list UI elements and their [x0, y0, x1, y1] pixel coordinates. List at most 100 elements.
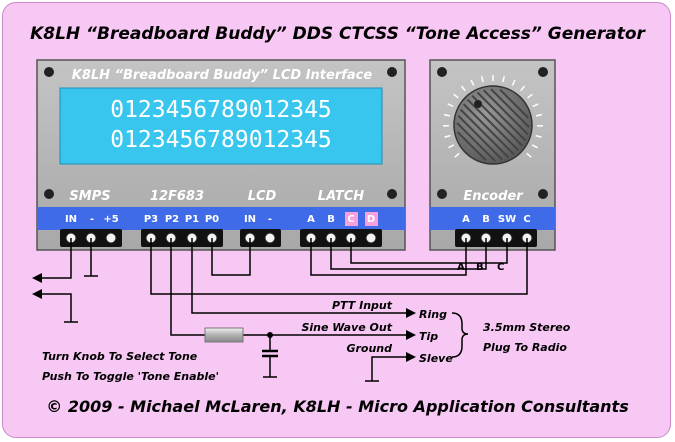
- dial-tick-icon: [511, 79, 516, 86]
- arrowheads: [32, 273, 416, 362]
- wire-ground-sleeve: [371, 356, 410, 381]
- page-title: K8LH “Breadboard Buddy” DDS CTCSS “Tone …: [30, 24, 645, 44]
- pin-label-lcd-gnd: -: [268, 214, 272, 225]
- dial-tick-icon: [454, 152, 460, 158]
- pic-header: [141, 229, 223, 247]
- pin-label-latch-d: D: [367, 214, 375, 225]
- pin-icon: [365, 232, 377, 244]
- dial-tick-icon: [443, 113, 451, 117]
- knob-indicator-icon: [474, 100, 482, 108]
- arrow-left-icon: [32, 289, 42, 299]
- dial-tick-icon: [526, 152, 532, 158]
- encoder-label: Encoder: [463, 189, 524, 204]
- pin-label-p3: P3: [144, 214, 158, 225]
- signal-label-ground: Ground: [346, 342, 392, 355]
- wire-latch-b: [330, 238, 487, 270]
- mount-hole-icon: [437, 189, 447, 199]
- dial-tick-icon: [447, 103, 454, 108]
- dial-tick-icon: [460, 85, 466, 92]
- arrow-left-icon: [32, 273, 42, 283]
- plug-brace-icon: [451, 312, 469, 358]
- pin-label-lcd-in: IN: [244, 214, 256, 225]
- wire-label-c: C: [497, 262, 504, 273]
- pin-label-p0: P0: [205, 214, 219, 225]
- instruction-line-2: Push To Toggle 'Tone Enable': [42, 370, 219, 383]
- dial-tick-icon: [531, 144, 538, 149]
- plug-contact-ring: Ring: [419, 308, 447, 321]
- encoder-pin-label-sw: SW: [498, 214, 516, 225]
- mount-hole-icon: [538, 189, 548, 199]
- dial-tick-icon: [502, 76, 505, 83]
- knob-grip-line-icon: [466, 98, 520, 152]
- knob-grip-line-icon: [499, 89, 529, 119]
- encoder-board: Encoder A B SW C: [429, 59, 556, 251]
- dial-tick-icon: [535, 113, 543, 117]
- resistor-icon: [204, 327, 244, 343]
- knob-grip-line-icon: [459, 108, 510, 159]
- dial-tick-icon: [520, 85, 526, 92]
- wire-p1-ptt: [191, 238, 410, 314]
- dial-tick-icon: [481, 76, 484, 83]
- knob-grip-line-icon: [490, 88, 530, 128]
- wire-p3-encoder-c: [150, 238, 528, 295]
- wire-ground-2: [38, 293, 72, 322]
- knob-grip-line-icon: [462, 103, 515, 156]
- mount-hole-icon: [387, 67, 397, 77]
- dial-tick-icon: [470, 79, 475, 86]
- arrow-right-icon: [406, 352, 416, 362]
- wire-label-a: A: [457, 262, 465, 273]
- dial-tick-icon: [527, 93, 533, 99]
- encoder-header: [455, 229, 537, 247]
- signal-label-sine: Sine Wave Out: [301, 321, 392, 334]
- knob-grip-line-icon: [476, 91, 527, 142]
- mount-hole-icon: [387, 189, 397, 199]
- junction-dot-icon: [267, 332, 273, 338]
- lcd-line-1: 0123456789012345: [110, 97, 332, 123]
- section-label-smps: SMPS: [69, 189, 110, 204]
- wire-latch-a: [310, 238, 467, 276]
- plug-label-line-1: 3.5mm Stereo: [483, 321, 571, 334]
- mount-hole-icon: [44, 189, 54, 199]
- plug-contact-tip: Tip: [419, 330, 438, 343]
- mount-hole-icon: [538, 67, 548, 77]
- lcd-display: [59, 87, 383, 165]
- dial-tick-icon: [444, 134, 451, 138]
- latch-header: [300, 229, 382, 247]
- mount-hole-icon: [437, 67, 447, 77]
- pin-label-p2: P2: [165, 214, 179, 225]
- lcd-pin-strip: [37, 207, 405, 230]
- mount-hole-icon: [44, 67, 54, 77]
- pin-label-smps-5v: +5: [103, 214, 118, 225]
- footer-credit: © 2009 - Michael McLaren, K8LH - Micro A…: [46, 397, 629, 416]
- arrow-right-icon: [406, 308, 416, 318]
- encoder-pin-label-a: A: [462, 214, 470, 225]
- encoder-pin-label-c: C: [523, 214, 530, 225]
- lcd-interface-board: K8LH “Breadboard Buddy” LCD Interface 01…: [36, 59, 406, 251]
- dial-tick-icon: [532, 103, 539, 108]
- dial-tick-icon: [453, 93, 459, 99]
- pin-label-latch-a: A: [307, 214, 315, 225]
- pin-label-smps-in: IN: [65, 214, 77, 225]
- knob-grip-line-icon: [457, 114, 504, 161]
- pin-label-smps-gnd: -: [90, 214, 94, 225]
- instruction-line-1: Turn Knob To Select Tone: [42, 350, 198, 363]
- wire-p2-sine: [170, 238, 205, 336]
- arrow-right-icon: [406, 330, 416, 340]
- section-label-latch: LATCH: [318, 189, 365, 204]
- wire-p0-lcd: [211, 238, 251, 276]
- signal-label-ptt: PTT Input: [332, 299, 393, 312]
- wire-latch-c: [350, 238, 508, 264]
- knob-grip-line-icon: [457, 131, 487, 161]
- pin-label-latch-b: B: [327, 214, 335, 225]
- pin-icon: [264, 232, 276, 244]
- pin-label-latch-c: C: [347, 214, 354, 225]
- plug-contact-sleeve: Sleve: [419, 352, 453, 365]
- section-label-pic: 12F683: [150, 189, 204, 204]
- plug-label-line-2: Plug To Radio: [483, 341, 567, 354]
- dial-tick-icon: [448, 144, 455, 149]
- wire-smps-in: [38, 238, 72, 279]
- dial-tick-icon: [535, 134, 542, 138]
- section-label-lcd: LCD: [248, 189, 277, 204]
